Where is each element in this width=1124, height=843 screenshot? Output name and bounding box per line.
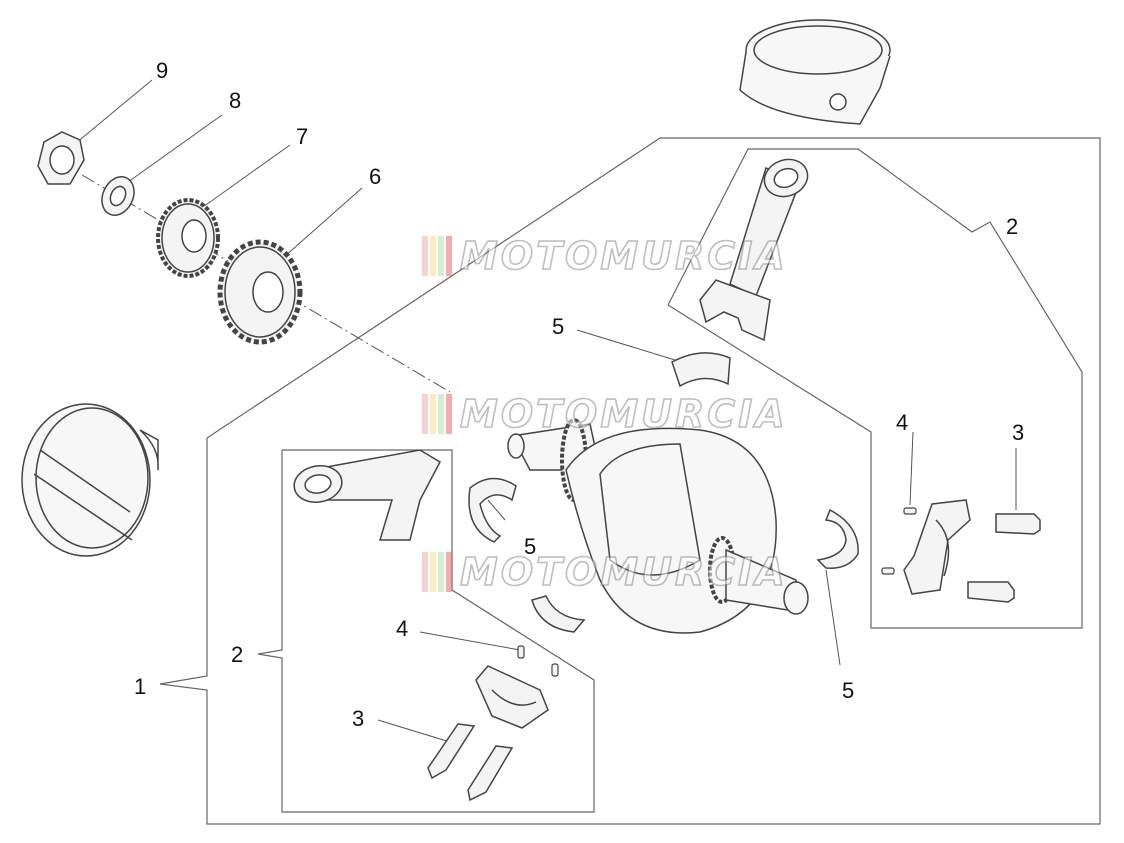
- callout-4-left: 4: [396, 616, 408, 641]
- callout-6: 6: [369, 164, 381, 189]
- watermark-bottom: MOTOMURCIA: [422, 549, 788, 595]
- watermark-top: MOTOMURCIA: [422, 233, 788, 279]
- leader-lines: [69, 79, 1017, 743]
- nut-part: [37, 131, 85, 185]
- watermark-middle: MOTOMURCIA: [422, 391, 788, 437]
- watermark-stripe-4: [446, 394, 452, 434]
- watermark-stripe-1: [422, 552, 428, 592]
- watermark-stripe-2: [430, 552, 436, 592]
- callout-5-right: 5: [842, 678, 854, 703]
- dowel-pins-part: [517, 507, 917, 677]
- callout-4-right: 4: [896, 410, 908, 435]
- callout-7: 7: [296, 124, 308, 149]
- group-frame-2-lower: [257, 449, 595, 813]
- callout-3-left: 3: [352, 706, 364, 731]
- connecting-rod-lower-part: [293, 449, 441, 541]
- callout-8: 8: [229, 88, 241, 113]
- callout-5-mid: 5: [524, 534, 536, 559]
- watermark-text: MOTOMURCIA: [459, 391, 788, 437]
- group-frame-2-upper: [667, 148, 1083, 629]
- watermark-stripe-1: [422, 236, 428, 276]
- rod-cap-right-part: [903, 499, 971, 595]
- watermark-text: MOTOMURCIA: [459, 549, 788, 595]
- washer-part: [101, 176, 135, 216]
- small-gear-part: [156, 198, 220, 278]
- large-gear-part: [217, 239, 303, 345]
- bearing-shell-top-part: [671, 352, 731, 388]
- bearing-shell-right-part: [816, 508, 859, 569]
- bearing-shell-lower-part: [531, 595, 586, 633]
- callout-3-right: 3: [1012, 420, 1024, 445]
- connecting-rod-upper-part: [699, 158, 809, 342]
- crankshaft-part: [507, 418, 809, 634]
- watermark-text: MOTOMURCIA: [459, 233, 788, 279]
- bolts-part: [427, 513, 1041, 802]
- bearing-shell-mid-part: [468, 477, 517, 543]
- watermark-stripe-4: [446, 236, 452, 276]
- callout-labels: 1 2 2 3 3 4 4 5 5 5 6 7 8 9: [134, 58, 1024, 731]
- watermark-stripe-3: [438, 236, 444, 276]
- callout-2-lower: 2: [231, 642, 243, 667]
- callout-5-top: 5: [552, 314, 564, 339]
- callout-1: 1: [134, 674, 146, 699]
- rod-cap-left-part: [475, 665, 549, 729]
- callout-9: 9: [156, 58, 168, 83]
- piston-left-part: [21, 403, 159, 557]
- watermark-stripe-3: [438, 552, 444, 592]
- watermark-stripe-4: [446, 552, 452, 592]
- watermark-stripe-2: [430, 394, 436, 434]
- group-frame-1: [159, 137, 1101, 825]
- watermark-stripe-2: [430, 236, 436, 276]
- watermark-stripe-1: [422, 394, 428, 434]
- piston-top-part: [739, 19, 891, 125]
- watermark-stripe-3: [438, 394, 444, 434]
- callout-2-upper: 2: [1006, 214, 1018, 239]
